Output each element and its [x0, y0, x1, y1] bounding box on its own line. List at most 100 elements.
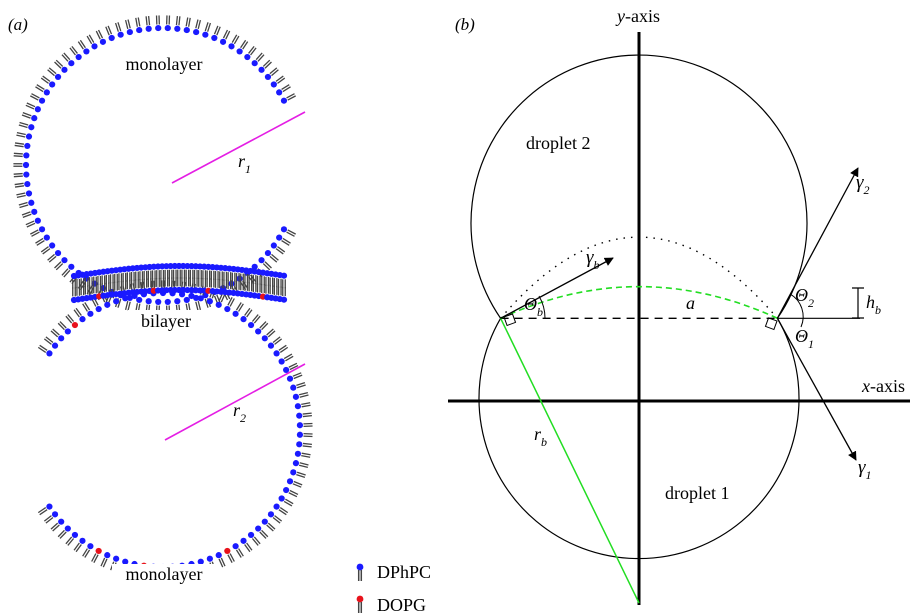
top-monolayer-lipid	[264, 249, 279, 263]
top-monolayer-lipid	[47, 249, 62, 263]
top-monolayer-lipid	[211, 25, 221, 42]
top-monolayer-lipid	[54, 257, 68, 271]
bottom-monolayer-lipid	[292, 460, 309, 469]
top-monolayer-lipid	[135, 17, 143, 34]
top-monolayer-lipid	[228, 34, 240, 50]
bottom-monolayer-lipid	[91, 547, 102, 563]
bottom-monolayer-lipid	[267, 336, 283, 349]
top-monolayer-lipid	[18, 121, 35, 131]
monolayer-bottom-label: monolayer	[126, 564, 203, 584]
bilayer-lower-lipid	[129, 279, 136, 296]
bilayer-green-arc	[500, 285, 778, 320]
bilayer-label: bilayer	[141, 311, 191, 331]
bottom-monolayer-lipid	[240, 537, 253, 553]
top-monolayer-lipid	[16, 132, 33, 140]
legend-dphpc-icon	[356, 563, 364, 581]
top-monolayer-lipid	[69, 45, 82, 61]
top-monolayer-lipid	[86, 34, 98, 50]
legend-dopg-label: DOPG	[377, 595, 426, 615]
top-monolayer-lipid	[25, 217, 41, 228]
r1-label: r1	[238, 151, 251, 176]
bottom-monolayer-lipid	[296, 441, 312, 448]
top-monolayer-lipid	[219, 29, 231, 45]
theta-b-arc	[538, 295, 546, 319]
top-monolayer-lipid	[21, 112, 38, 122]
r2-label: r2	[233, 400, 246, 425]
top-monolayer-lipid	[280, 93, 296, 104]
top-monolayer-lipid	[258, 257, 272, 271]
bilayer-upper-lipid	[87, 270, 94, 287]
bottom-monolayer-lipid	[278, 495, 294, 507]
legend: DPhPC DOPG	[356, 562, 431, 615]
bottom-monolayer-lipid	[240, 307, 253, 323]
bottom-monolayer-lipid	[82, 302, 94, 317]
bottom-monolayer-lipid	[286, 478, 303, 488]
theta-angles-arc	[789, 293, 804, 328]
legend-dopg-icon	[356, 595, 364, 613]
a-label: a	[686, 293, 695, 313]
bottom-monolayer-lipid	[283, 362, 299, 374]
top-monolayer-lipid	[124, 294, 133, 311]
bottom-monolayer-lipid	[278, 353, 294, 365]
bottom-monolayer-lipid	[224, 297, 235, 313]
top-monolayer-lipid	[164, 15, 171, 32]
gamma-b-label: γb	[586, 247, 600, 272]
top-monolayer-lipid	[145, 16, 152, 32]
top-monolayer-lipid	[280, 226, 296, 237]
bottom-monolayer-lipid	[224, 547, 235, 563]
top-monolayer-lipid	[270, 242, 286, 255]
bottom-monolayer-lipid	[37, 503, 53, 516]
top-monolayer-lipid	[236, 275, 249, 291]
bottom-monolayer-lipid	[296, 431, 313, 438]
y-axis-label: y-axis	[615, 6, 660, 26]
panel-b-label: (b)	[455, 15, 475, 34]
hb-bracket	[852, 287, 864, 319]
top-monolayer-lipid	[13, 152, 30, 159]
bilayer-bg	[128, 310, 204, 332]
radius-rb-line	[499, 317, 640, 604]
top-monolayer-lipid	[35, 234, 50, 246]
bilayer-lower-lipid	[146, 278, 153, 295]
top-monolayer-lipid	[30, 93, 46, 104]
bilayer-lower-lipid	[79, 286, 86, 302]
top-monolayer-lipid	[276, 84, 291, 96]
theta-1-label: Θ1	[795, 326, 814, 351]
bottom-monolayer-lipid	[57, 321, 71, 335]
top-monolayer-lipid	[155, 15, 162, 32]
bottom-monolayer-lipid	[283, 486, 299, 498]
panel-a: (a) r1 r2 monolayer bilayer monolayer DP…	[8, 15, 431, 615]
droplet-1-label: droplet 1	[665, 483, 730, 503]
bottom-monolayer-lipid	[294, 450, 311, 458]
bottom-monolayer-lipid	[65, 314, 79, 329]
top-monolayer-lipid	[13, 161, 30, 169]
top-monolayer-lipid	[95, 29, 107, 45]
rb-label: rb	[534, 424, 547, 449]
bottom-monolayer-lipid	[50, 328, 65, 342]
bottom-monolayer-lipid	[286, 372, 303, 382]
top-monolayer-lipid	[251, 52, 265, 67]
top-monolayer-lipid	[30, 226, 46, 237]
gamma-2-arrow	[776, 167, 859, 319]
monolayer-top-bg	[112, 52, 216, 76]
top-monolayer-lipid	[35, 84, 50, 96]
top-monolayer-lipid	[174, 16, 181, 32]
panel-b: (b) y-axis x-axis droplet 2 droplet 1	[448, 6, 910, 605]
top-monolayer-lipid	[14, 142, 31, 150]
bottom-monolayer-lipid	[73, 537, 86, 553]
gamma-2-label: γ2	[856, 172, 870, 197]
bottom-monolayer-lipid	[65, 531, 79, 546]
bottom-monolayer-lipid	[261, 518, 276, 532]
x-axis-label: x-axis	[861, 376, 905, 396]
bilayer-upper-lipid	[268, 270, 275, 287]
bottom-monolayer-lipid	[296, 412, 312, 419]
top-monolayer-lipid	[270, 75, 286, 88]
bottom-monolayer-lipid	[294, 402, 311, 410]
bottom-monolayer-lipid	[247, 314, 261, 329]
bottom-monolayer-lipid	[232, 302, 244, 317]
dotted-arc	[500, 236, 778, 319]
radius-r1-line	[171, 111, 306, 184]
top-monolayer-lipid	[61, 52, 75, 67]
monolayer-bottom-bg	[112, 564, 216, 586]
